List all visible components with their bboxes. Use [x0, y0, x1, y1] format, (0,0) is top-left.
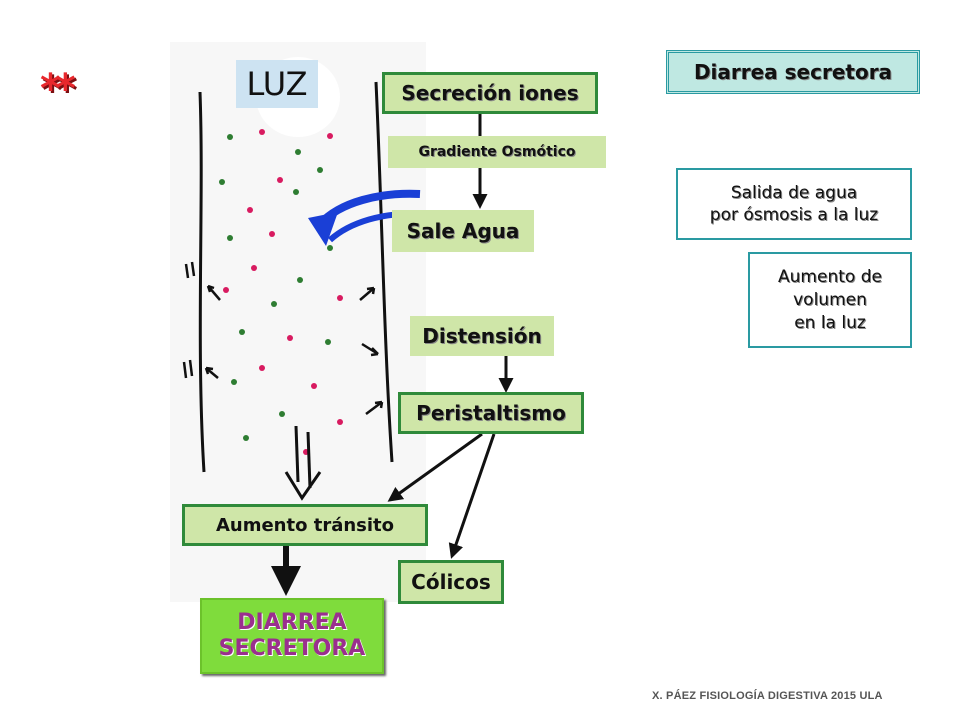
footer-credit: X. PÁEZ FISIOLOGÍA DIGESTIVA 2015 ULA	[652, 690, 883, 702]
salida-agua-line2: por ósmosis a la luz	[709, 205, 879, 225]
aumento-volumen-line2: volumen	[793, 289, 867, 310]
luz-label: LUZ	[236, 60, 318, 108]
distension-box: Distensión	[410, 316, 554, 356]
colicos-box: Cólicos	[398, 560, 504, 604]
aumento-transito-box: Aumento tránsito	[182, 504, 428, 546]
salida-agua-box: Salida de agua por ósmosis a la luz	[676, 168, 912, 240]
aumento-volumen-box: Aumento de volumen en la luz	[748, 252, 912, 348]
diarrea-final-line1: DIARREA	[237, 610, 347, 635]
aumento-volumen-line3: en la luz	[794, 312, 866, 333]
sale-agua-box: Sale Agua	[392, 210, 534, 252]
emphasis-stars: **	[40, 66, 76, 112]
aumento-volumen-line1: Aumento de	[778, 266, 882, 287]
diarrea-final-line2: SECRETORA	[218, 636, 366, 661]
peristaltismo-box: Peristaltismo	[398, 392, 584, 434]
salida-agua-line1: Salida de agua	[730, 183, 858, 203]
contraction-arrows	[182, 261, 384, 415]
connector-peristaltismo-colicos	[448, 433, 496, 559]
ion-dots	[219, 129, 343, 455]
diarrea-secretora-result-box: DIARREA SECRETORA	[200, 598, 384, 674]
downward-flow-arrows	[284, 425, 322, 501]
secrecion-iones-box: Secreción iones	[382, 72, 598, 114]
gradiente-osmotico-box: Gradiente Osmótico	[388, 136, 606, 168]
diarrea-secretora-title: Diarrea secretora	[666, 50, 920, 94]
